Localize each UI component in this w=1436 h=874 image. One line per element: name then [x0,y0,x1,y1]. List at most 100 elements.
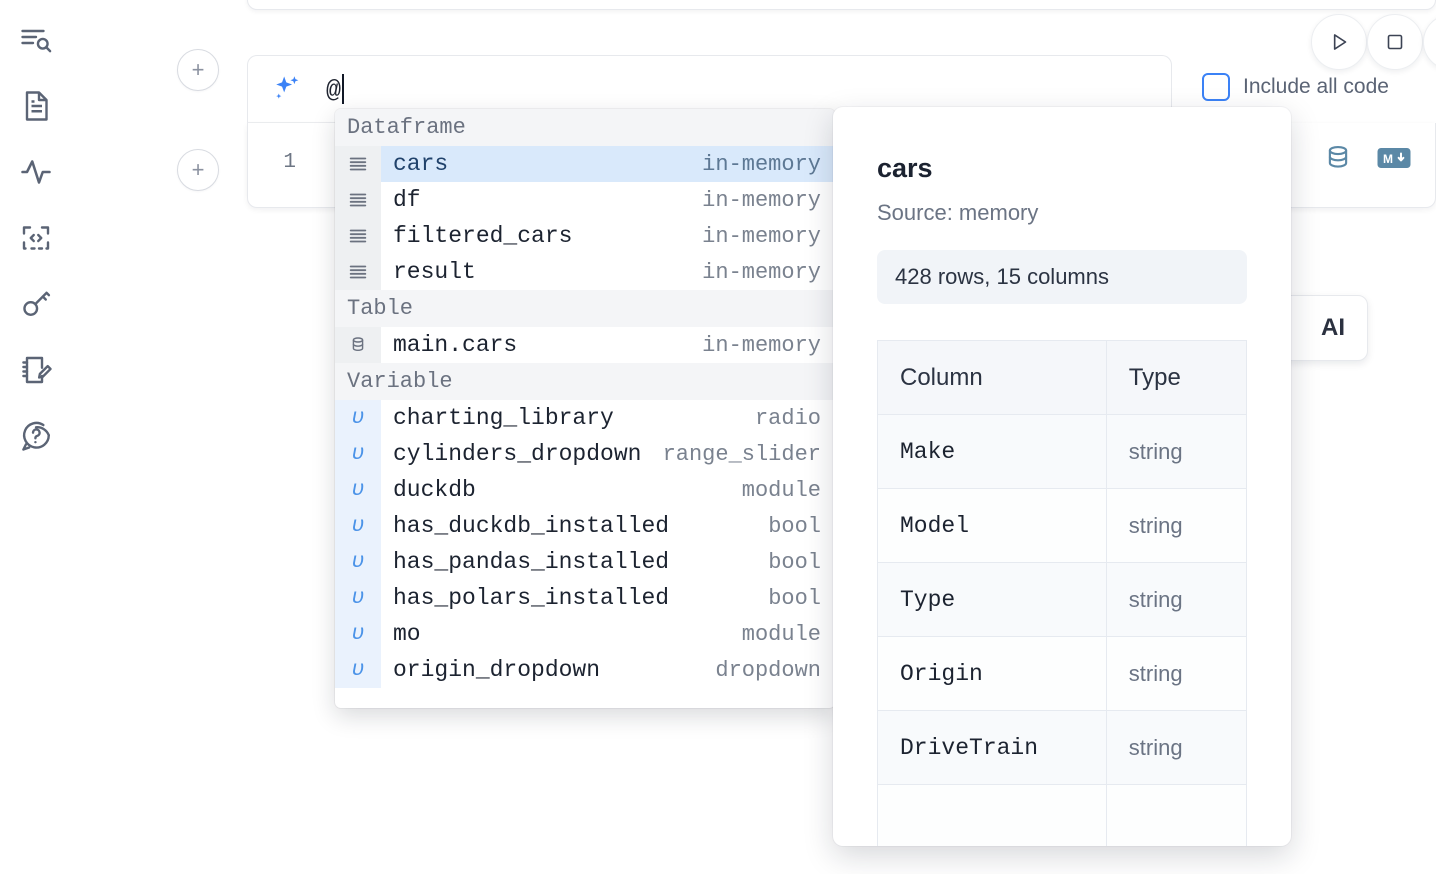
autocomplete-option-type: in-memory [702,151,821,177]
dataframe-icon [335,146,381,182]
add-cell-above-label: + [191,57,205,82]
cell-icon-group: M [1323,143,1411,173]
add-cell-above-button[interactable]: + [177,49,219,91]
autocomplete-option-type: range_slider [662,441,821,467]
autocomplete-option-name: main.cars [393,332,518,358]
add-cell-below-button[interactable]: + [177,149,219,191]
autocomplete-option-type: in-memory [702,223,821,249]
activity-icon[interactable] [14,150,58,194]
database-icon[interactable] [1323,143,1353,173]
autocomplete-option[interactable]: υ has_polars_installed bool [335,580,835,616]
schema-column-type: string [1105,710,1248,785]
markdown-icon[interactable]: M [1377,146,1411,170]
notebook-edit-icon[interactable] [14,348,58,392]
autocomplete-option-name: df [393,187,421,213]
include-all-code-row[interactable]: Include all code [1202,73,1389,101]
stop-cell-button[interactable] [1367,14,1423,70]
autocomplete-option-name: cars [393,151,449,177]
play-icon [1333,34,1347,50]
help-chat-icon[interactable] [14,414,58,458]
autocomplete-option-name: has_polars_installed [393,585,670,611]
autocomplete-option[interactable]: result in-memory [335,254,835,290]
autocomplete-option-name: has_pandas_installed [393,549,670,575]
square-stop-icon [1387,34,1403,50]
autocomplete-group-header: Table [335,290,835,327]
autocomplete-option[interactable]: υ cylinders_dropdown range_slider [335,436,835,472]
variable-icon: υ [335,400,381,436]
schema-column-name: Model [877,488,1107,563]
autocomplete-option-type: in-memory [702,187,821,213]
autocomplete-option-type: dropdown [715,657,821,683]
ai-prompt-input[interactable]: @ [326,73,345,105]
dataframe-icon [335,218,381,254]
schema-column-name: Origin [877,636,1107,711]
schema-column-type: string [1105,636,1248,711]
ai-action-chip-label: AI [1321,314,1345,341]
ai-prompt-value: @ [326,75,342,105]
table-row-partial [877,784,1248,846]
variable-icon: υ [335,616,381,652]
schema-column-name: Type [877,562,1107,637]
variable-icon: υ [335,544,381,580]
column-header-column: Column [877,340,1107,415]
autocomplete-option-name: mo [393,621,421,647]
schema-column-type: string [1105,414,1248,489]
autocomplete-option-type: bool [768,549,821,575]
autocomplete-group-header: Variable [335,363,835,400]
autocomplete-option-name: result [393,259,476,285]
table-db-icon [335,327,381,363]
autocomplete-option[interactable]: df in-memory [335,182,835,218]
autocomplete-option[interactable]: υ has_pandas_installed bool [335,544,835,580]
include-all-code-label: Include all code [1243,75,1389,98]
autocomplete-option-name: origin_dropdown [393,657,601,683]
document-icon[interactable] [14,84,58,128]
detail-shape-badge: 428 rows, 15 columns [877,250,1247,304]
variable-icon: υ [335,436,381,472]
variable-icon: υ [335,508,381,544]
schema-column-type: string [1105,488,1248,563]
dataframe-icon [335,254,381,290]
autocomplete-option-type: bool [768,585,821,611]
overflow-control-button[interactable] [1423,14,1436,70]
detail-source: Source: memory [877,200,1039,225]
autocomplete-option-type: radio [754,405,821,431]
add-cell-below-label: + [191,157,205,182]
dataframe-detail-panel: cars Source: memory 428 rows, 15 columns… [833,107,1291,846]
column-header-type: Type [1105,340,1248,415]
run-cell-button[interactable] [1311,14,1367,70]
previous-cell-edge [247,0,1436,10]
key-icon[interactable] [14,282,58,326]
autocomplete-option-name: duckdb [393,477,476,503]
autocomplete-option-name: cylinders_dropdown [393,441,642,467]
include-all-code-checkbox[interactable] [1202,73,1230,101]
schema-column-name: DriveTrain [877,710,1107,785]
autocomplete-option-type: in-memory [702,259,821,285]
left-icon-rail [0,0,72,874]
variable-icon: υ [335,472,381,508]
line-number: 1 [283,151,296,174]
variable-icon: υ [335,652,381,688]
code-brackets-icon[interactable] [14,216,58,260]
file-search-icon[interactable] [14,18,58,62]
autocomplete-option[interactable]: cars in-memory [335,146,835,182]
autocomplete-option-type: module [741,621,821,647]
autocomplete-option-name: has_duckdb_installed [393,513,670,539]
autocomplete-option[interactable]: υ origin_dropdown dropdown [335,652,835,688]
dataframe-icon [335,182,381,218]
variable-icon: υ [335,580,381,616]
svg-text:M: M [1383,152,1393,166]
